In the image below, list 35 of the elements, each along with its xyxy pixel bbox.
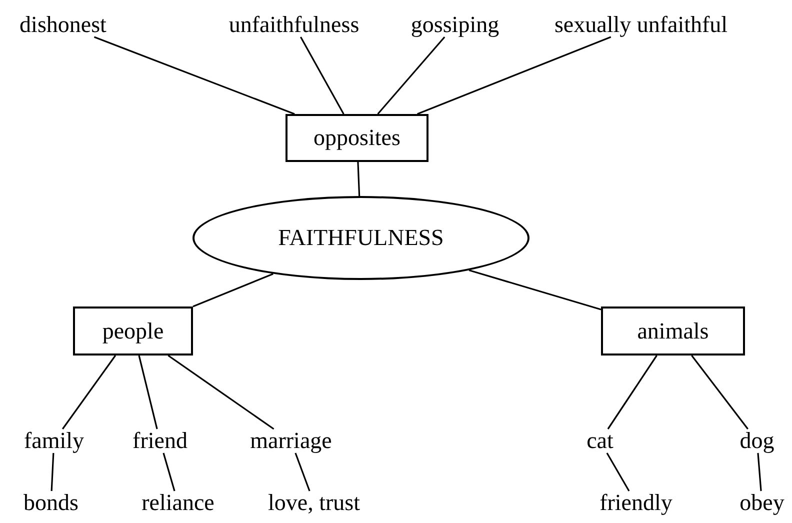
connector-line [691,355,748,430]
concept-label: reliance [142,489,214,517]
connector-line [417,36,612,115]
connector-line [377,36,446,115]
concept-label: gossiping [410,11,500,39]
concept-label: friend [132,427,188,455]
concept-box: animals [601,306,745,356]
connector-line [162,452,176,492]
connector-line [607,355,658,430]
concept-box: people [73,306,193,356]
concept-label: unfaithfulness [228,11,360,39]
concept-box: opposites [286,114,428,162]
concept-label: bonds [24,489,78,517]
connector-line [62,355,116,430]
connector-line [168,354,274,430]
connector-line [294,452,310,492]
concept-label: friendly [600,489,672,517]
concept-label: cat [586,427,614,455]
connector-line [757,452,762,492]
connector-line [357,162,360,196]
connector-line [468,269,602,310]
connector-line [606,452,630,492]
connector-line [50,452,54,492]
concept-ellipse: FAITHFULNESS [192,196,530,280]
connector-line [138,355,158,430]
concept-label: love, trust [268,489,360,517]
concept-label: dog [740,427,774,455]
concept-label: dishonest [20,11,106,39]
concept-label: obey [740,489,784,517]
connector-line [300,36,344,114]
concept-label: marriage [250,427,332,455]
concept-label: sexually unfaithful [554,11,728,39]
connector-line [192,273,274,308]
connector-line [94,36,295,115]
concept-label: family [24,427,84,455]
